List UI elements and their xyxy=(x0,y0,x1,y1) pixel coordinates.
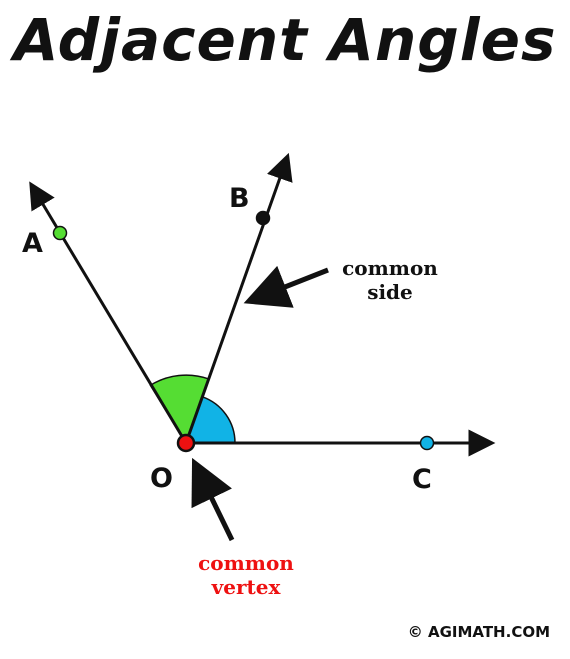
common-vertex-arrow xyxy=(191,457,235,542)
common-side-text-2: side xyxy=(367,280,413,304)
ray-ob xyxy=(184,152,293,444)
common-side-arrow xyxy=(243,265,329,308)
page-title: Adjacent Angles xyxy=(13,6,557,74)
vertex-o-dot xyxy=(176,433,196,453)
common-side-text-1: common xyxy=(342,256,438,280)
common-vertex-text-2: vertex xyxy=(211,575,282,599)
copyright-credit: © AGIMATH.COM xyxy=(407,623,550,641)
point-a-dot xyxy=(52,225,68,241)
label-b: B xyxy=(229,183,250,214)
label-o: O xyxy=(150,463,173,494)
point-b-dot xyxy=(255,210,271,226)
label-a: A xyxy=(22,228,43,259)
common-vertex-text-1: common xyxy=(198,551,294,575)
label-c: C xyxy=(412,464,432,495)
ray-oa xyxy=(29,181,188,444)
angle-boc-sector xyxy=(184,395,236,444)
point-c-dot xyxy=(419,435,435,451)
